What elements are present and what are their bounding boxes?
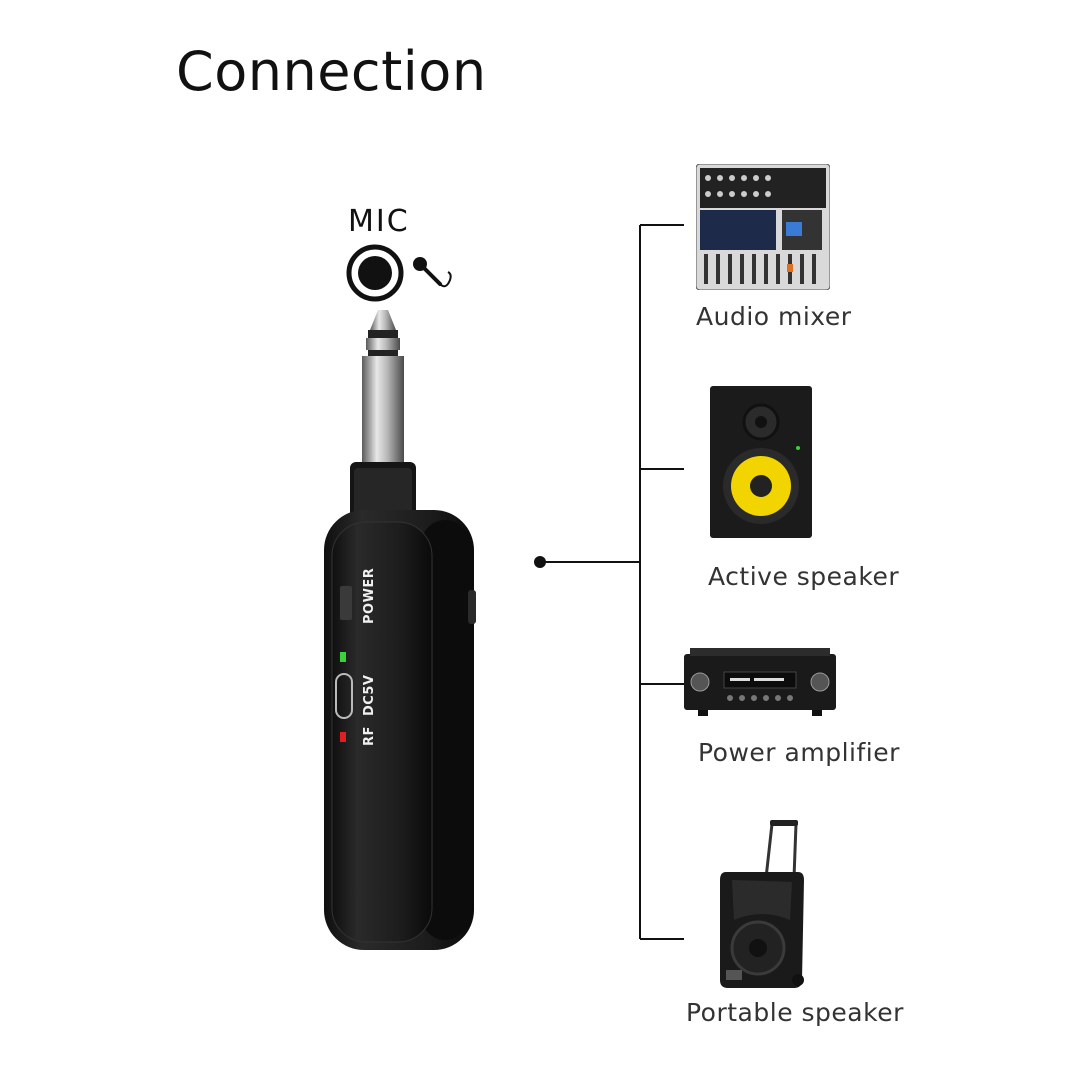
transmitter-device xyxy=(324,310,476,950)
dc5v-label: DC5V xyxy=(362,674,377,716)
output-label-power-amplifier: Power amplifier xyxy=(698,738,900,767)
output-label-active-speaker: Active speaker xyxy=(708,562,900,591)
portable-speaker-icon xyxy=(720,820,804,988)
power-amplifier-icon xyxy=(684,648,836,716)
rf-led xyxy=(340,732,346,742)
power-led xyxy=(340,652,346,662)
active-speaker-icon xyxy=(710,386,812,538)
output-label-audio-mixer: Audio mixer xyxy=(696,302,852,331)
audio-mixer-icon xyxy=(696,164,830,290)
output-label-portable-speaker: Portable speaker xyxy=(686,998,904,1027)
mic-label: MIC xyxy=(348,204,410,239)
rf-label: RF xyxy=(362,726,377,746)
power-label: POWER xyxy=(362,567,377,624)
connection-lines xyxy=(534,224,684,940)
jack-socket-icon xyxy=(346,244,404,302)
page-title: Connection xyxy=(176,40,487,103)
microphone-icon xyxy=(413,257,452,288)
